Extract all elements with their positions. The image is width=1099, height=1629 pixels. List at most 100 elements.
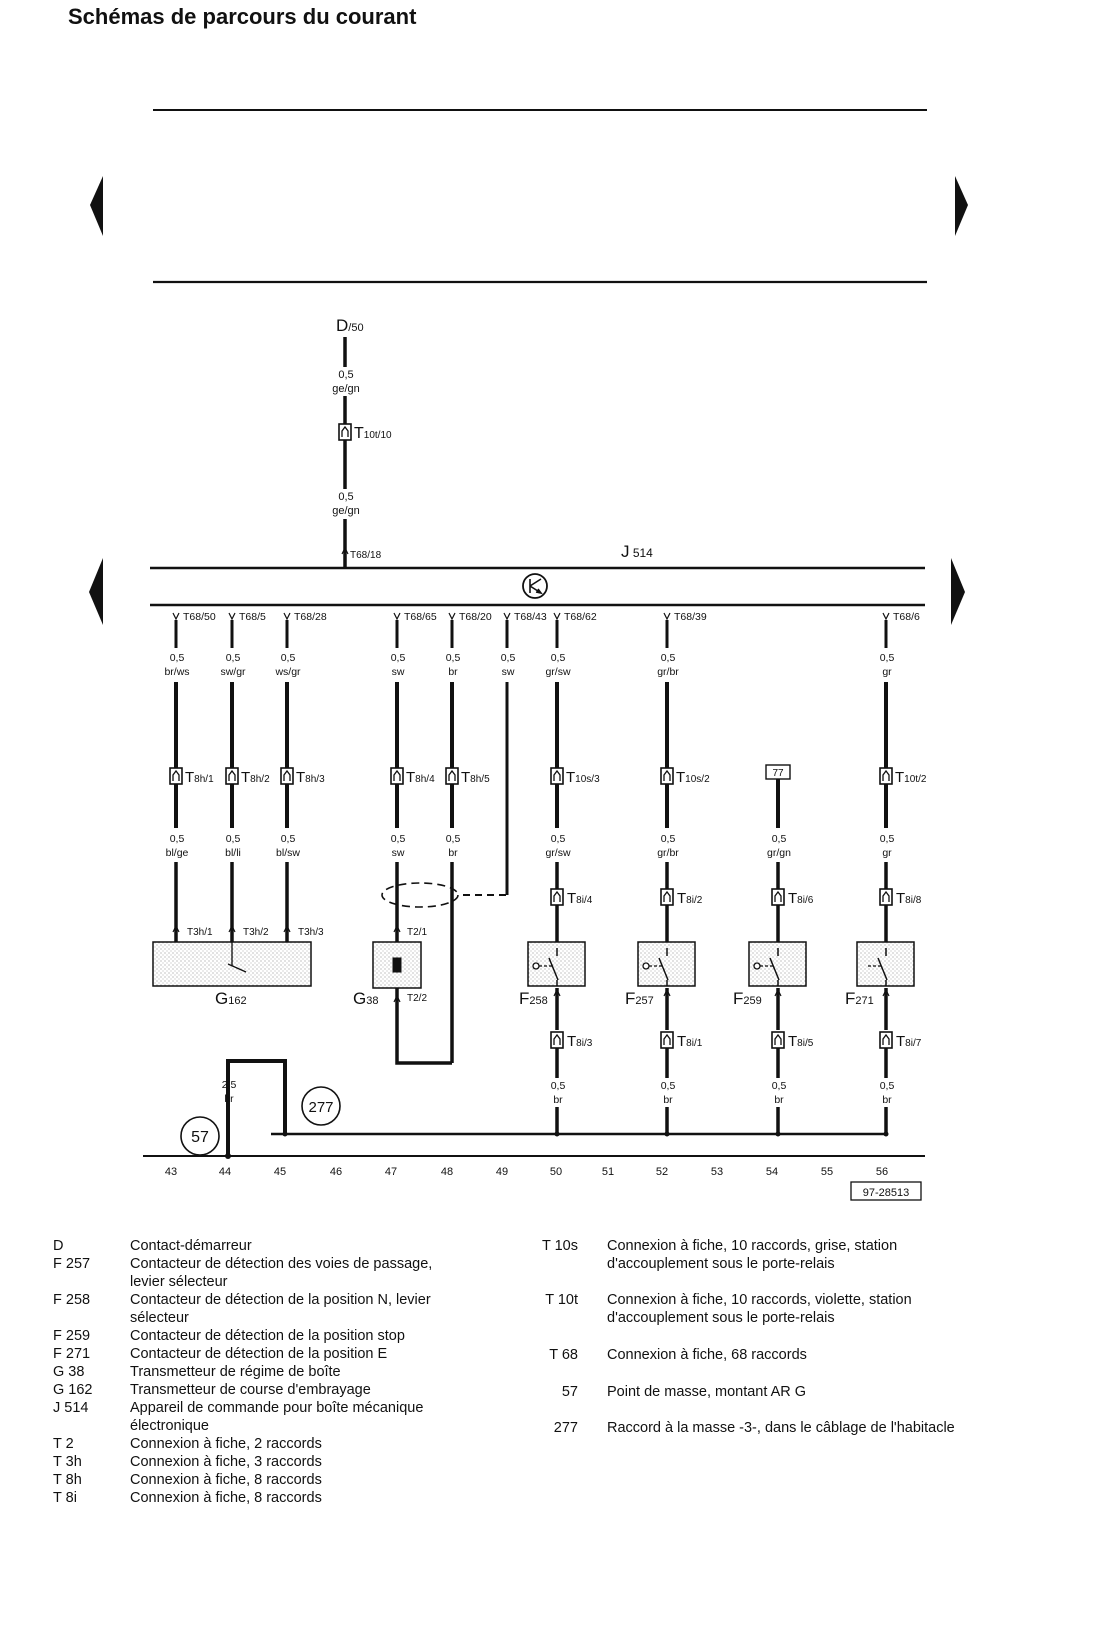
- connector-label-sub: 8i/5: [797, 1038, 814, 1049]
- legend-code: F 257: [53, 1256, 91, 1272]
- legend-code: T 3h: [53, 1454, 82, 1470]
- control-unit-label-main: J: [621, 542, 630, 561]
- pin-arrow-icon: [663, 988, 671, 997]
- connector-label: T8h/3: [296, 769, 325, 786]
- connector-label-sub: 10s/2: [685, 774, 710, 785]
- wire-size: 0,5: [446, 833, 461, 845]
- pin-label: T2/2: [407, 993, 427, 1004]
- legend-description: Contacteur de détection de la position s…: [130, 1328, 405, 1344]
- pin-arrow-icon: [882, 988, 890, 997]
- track-number: 43: [165, 1166, 177, 1178]
- reference-box-label: 77: [772, 768, 784, 779]
- connector-label-sub: 8i/2: [686, 895, 703, 906]
- legend-code: G 162: [53, 1382, 93, 1398]
- plug-connector-symbol: [550, 888, 564, 906]
- track-number: 54: [766, 1166, 778, 1178]
- pin-label: T68/28: [294, 611, 327, 623]
- component-label: F271: [845, 989, 874, 1008]
- connector-pin: [882, 1033, 890, 1045]
- component-label-main: F: [625, 989, 635, 1008]
- wire-color: gr: [882, 666, 892, 678]
- plug-connector-symbol: [771, 1031, 785, 1049]
- connector-label-main: T: [677, 1033, 686, 1050]
- wire-size: 0,5: [226, 652, 241, 664]
- connector-label-sub: 8i/8: [905, 895, 922, 906]
- wire-color: br: [448, 666, 458, 678]
- pin-arrow-icon: [228, 612, 236, 621]
- connector-label: T8i/6: [788, 890, 814, 907]
- control-unit-label: J 514: [621, 542, 653, 561]
- connector-label-main: T: [185, 769, 194, 786]
- wire-size: 0,5: [281, 652, 296, 664]
- pin-arrow-icon: [393, 994, 401, 1003]
- connector-label-main: T: [676, 769, 685, 786]
- pin-label: T2/1: [407, 927, 427, 938]
- connector-pin: [228, 769, 236, 781]
- component-label-sub: 259: [743, 995, 761, 1007]
- connector-label: T10s/2: [676, 769, 710, 786]
- figure-id: 97-28513: [863, 1187, 910, 1199]
- plug-connector-symbol: [550, 767, 564, 785]
- track-number: 45: [274, 1166, 286, 1178]
- connector-label-sub: 8i/7: [905, 1038, 922, 1049]
- wire-color: br: [448, 847, 458, 859]
- connector-label: T10t/10: [354, 425, 392, 442]
- plug-connector-symbol: [169, 767, 183, 785]
- connector-pin: [448, 769, 456, 781]
- starter-contact-label-sub: /50: [348, 322, 363, 334]
- pin-arrow-icon: [172, 612, 180, 621]
- connector-label-sub: 10t/2: [904, 774, 927, 785]
- connector-label-main: T: [566, 769, 575, 786]
- wire-size: 0,5: [446, 652, 461, 664]
- pin-label: T68/62: [564, 611, 597, 623]
- connector-label: T8i/7: [896, 1033, 922, 1050]
- wire-size: 0,5: [551, 833, 566, 845]
- connector-label: T8i/1: [677, 1033, 703, 1050]
- wire-size: 0,5: [281, 833, 296, 845]
- connector-label-main: T: [354, 425, 364, 442]
- track-number: 46: [330, 1166, 342, 1178]
- wire-color: ws/gr: [274, 666, 301, 678]
- legend-description: Contacteur de détection de la position E: [130, 1346, 388, 1362]
- junction-dot: [883, 1131, 889, 1137]
- wire-size: 0,5: [880, 833, 895, 845]
- control-unit-label-sub: 514: [630, 546, 654, 560]
- pin-label: T68/5: [239, 611, 266, 623]
- wire-color: gr/br: [657, 847, 679, 859]
- component-label-sub: 38: [366, 995, 378, 1007]
- legend-code: 277: [553, 1420, 578, 1436]
- component-label: G38: [353, 989, 378, 1008]
- pin-label: T3h/2: [243, 927, 269, 938]
- wire: [395, 988, 452, 1065]
- plug-connector-symbol: [280, 767, 294, 785]
- component-label-sub: 271: [855, 995, 873, 1007]
- junction-dot: [664, 1131, 670, 1137]
- wire-color: sw: [502, 666, 515, 678]
- component-label-main: F: [733, 989, 743, 1008]
- wire-color: gr/sw: [545, 847, 571, 859]
- component-label: F258: [519, 989, 548, 1008]
- connector-label-main: T: [895, 769, 904, 786]
- legend-description: Connexion à fiche, 68 raccords: [607, 1347, 807, 1363]
- legend-description: Contacteur de détection de la position N…: [130, 1292, 431, 1326]
- switch-contact-icon: [769, 948, 780, 986]
- connector-pin: [774, 890, 782, 902]
- track-number: 55: [821, 1166, 833, 1178]
- wire-size: 0,5: [226, 833, 241, 845]
- legend-code: F 258: [53, 1292, 91, 1308]
- starter-contact-label: D/50: [336, 316, 364, 335]
- legend-code: D: [53, 1238, 64, 1254]
- electronic-unit-icon: [522, 573, 548, 599]
- connector-label-sub: 10t/10: [364, 430, 392, 441]
- track-number: 52: [656, 1166, 668, 1178]
- connector-label: T8i/3: [567, 1033, 593, 1050]
- connector-pin: [774, 1033, 782, 1045]
- connector-label: T10t/2: [895, 769, 927, 786]
- legend-code: J 514: [53, 1400, 89, 1416]
- wire-size: 2,5: [222, 1079, 237, 1091]
- continuation-arrow-left-icon: [90, 176, 103, 236]
- wire-color: bl/li: [225, 847, 241, 859]
- connector-label: T8h/2: [241, 769, 270, 786]
- wire-size: 0,5: [661, 652, 676, 664]
- connector-pin: [882, 890, 890, 902]
